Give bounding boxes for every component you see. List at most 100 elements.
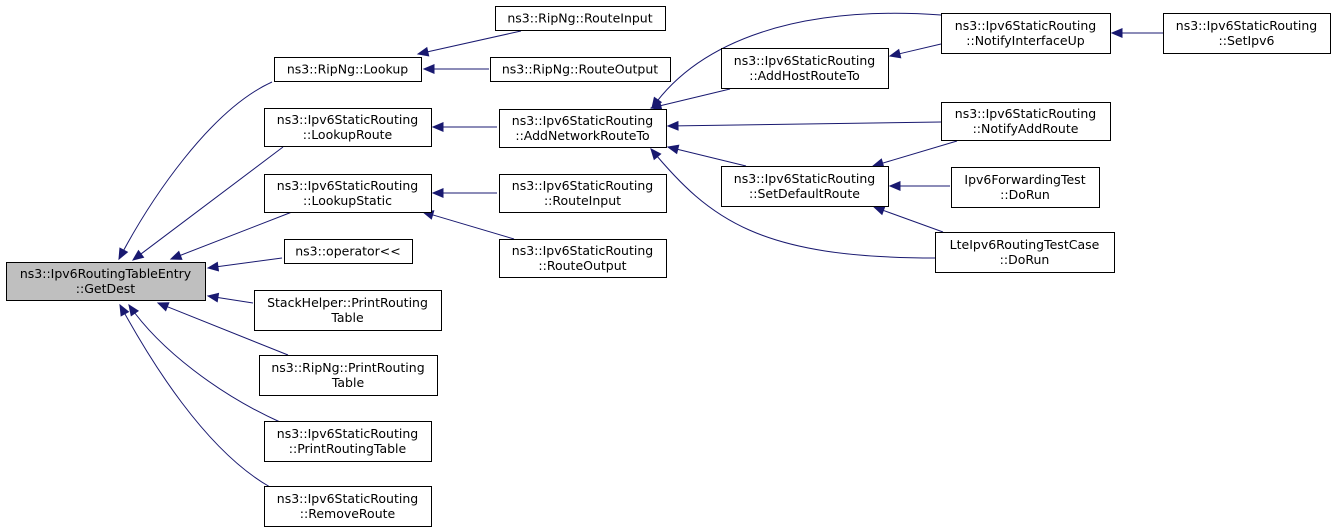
edge-static_remove-to-getdest-line bbox=[119, 304, 271, 488]
edge-static_lookuproute-to-getdest bbox=[131, 146, 284, 261]
node-ripng-routeinput[interactable]: ns3::RipNg::RouteInput bbox=[495, 6, 666, 31]
node-static-setipv6[interactable]: ns3::Ipv6StaticRouting::SetIpv6 bbox=[1163, 13, 1331, 54]
edge-ripng_lookup-to-getdest-arrowhead bbox=[118, 247, 129, 261]
edge-static_ifaceup-to-static_addnetwork bbox=[651, 12, 942, 110]
node-lte-test[interactable]: LteIpv6RoutingTestCase::DoRun bbox=[935, 232, 1115, 273]
edge-static_notifyadd-to-static_setdefault-arrowhead bbox=[871, 158, 885, 168]
node-getdest[interactable]: ns3::Ipv6RoutingTableEntry::GetDest bbox=[6, 262, 206, 301]
node-static-setdefault[interactable]: ns3::Ipv6StaticRouting::SetDefaultRoute bbox=[721, 166, 889, 207]
node-label-line-1: ns3::Ipv6StaticRouting bbox=[734, 53, 875, 68]
edge-static_ifaceup-to-static_addnetwork-line bbox=[651, 12, 942, 109]
edge-stackhelper_print-to-getdest-line bbox=[216, 296, 254, 304]
node-static-lookupstatic[interactable]: ns3::Ipv6StaticRouting::LookupStatic bbox=[264, 174, 432, 213]
node-label-line-2: ::RouteInput bbox=[544, 193, 621, 208]
edge-static_print-to-getdest-line bbox=[128, 304, 281, 423]
node-box bbox=[264, 108, 432, 147]
node-box bbox=[499, 109, 667, 148]
node-label-line-1: ns3::Ipv6StaticRouting bbox=[277, 491, 418, 506]
node-label-line-2: ::SetIpv6 bbox=[1219, 33, 1275, 48]
edge-static_addhost-to-static_addnetwork bbox=[649, 88, 731, 111]
edge-stackhelper_print-to-getdest bbox=[206, 292, 254, 304]
edge-static_lookupstatic-to-getdest-line bbox=[179, 211, 293, 257]
node-ripng-print[interactable]: ns3::RipNg::PrintRoutingTable bbox=[259, 355, 438, 396]
edge-stackhelper_print-to-getdest-arrowhead bbox=[206, 292, 220, 303]
node-box bbox=[284, 239, 413, 264]
node-label-line-2: ::DoRun bbox=[1000, 187, 1050, 202]
node-label-line-2: ::AddHostRouteTo bbox=[749, 68, 860, 83]
node-label-line-2: ::DoRun bbox=[1000, 252, 1050, 267]
edge-operator_lshift-to-getdest-arrowhead bbox=[206, 261, 220, 272]
node-label-line-2: Table bbox=[331, 375, 365, 390]
edge-lte_test-to-static_setdefault bbox=[872, 205, 944, 233]
node-box bbox=[721, 166, 889, 207]
node-static-routeoutput[interactable]: ns3::Ipv6StaticRouting::RouteOutput bbox=[499, 239, 667, 278]
node-operator-lshift[interactable]: ns3::operator<< bbox=[284, 239, 413, 264]
node-label-line-2: ::RemoveRoute bbox=[300, 506, 396, 521]
edge-static_routeoutput-to-static_lookupstatic bbox=[421, 210, 515, 240]
node-box bbox=[941, 13, 1111, 54]
node-label-line-1: LteIpv6RoutingTestCase bbox=[950, 237, 1100, 252]
node-label-line-1: ns3::operator<< bbox=[295, 244, 401, 259]
edge-operator_lshift-to-getdest-line bbox=[216, 257, 283, 268]
edge-static_setdefault-to-static_addnetwork-arrowhead bbox=[666, 144, 680, 155]
node-static-ifaceup[interactable]: ns3::Ipv6StaticRouting::NotifyInterfaceU… bbox=[941, 13, 1111, 54]
node-label-line-2: ::AddNetworkRouteTo bbox=[515, 128, 649, 143]
node-static-addnetwork[interactable]: ns3::Ipv6StaticRouting::AddNetworkRouteT… bbox=[499, 109, 667, 148]
edge-static_lookuproute-to-getdest-line bbox=[139, 146, 284, 255]
edge-ripng_print-to-getdest-arrowhead bbox=[156, 302, 170, 312]
node-box bbox=[499, 174, 667, 213]
edge-static_lookupstatic-to-getdest bbox=[169, 211, 293, 260]
node-label-line-2: ::GetDest bbox=[76, 281, 136, 296]
node-static-routeinput[interactable]: ns3::Ipv6StaticRouting::RouteInput bbox=[499, 174, 667, 213]
node-box bbox=[264, 486, 432, 527]
edge-static_notifyadd-to-static_addnetwork-arrowhead bbox=[666, 120, 679, 131]
edge-ripng_lookup-to-getdest-line bbox=[118, 81, 273, 260]
node-ripng-lookup[interactable]: ns3::RipNg::Lookup bbox=[274, 57, 422, 82]
edge-static_remove-to-getdest bbox=[119, 303, 271, 488]
edge-static_notifyadd-to-static_addnetwork-line bbox=[676, 121, 942, 127]
node-static-print[interactable]: ns3::Ipv6StaticRouting::PrintRoutingTabl… bbox=[264, 421, 432, 462]
edge-static_routeinput-to-static_lookupstatic-arrowhead bbox=[431, 188, 444, 198]
node-box bbox=[264, 174, 432, 213]
edge-ripng_print-to-getdest-line bbox=[166, 305, 289, 356]
edge-static_addnetwork-to-static_lookuproute bbox=[431, 122, 497, 132]
edge-ripng_routeoutput-to-ripng_lookup bbox=[422, 64, 489, 74]
edge-static_lookupstatic-to-getdest-arrowhead bbox=[169, 250, 183, 260]
edge-ripng_routeoutput-to-ripng_lookup-arrowhead bbox=[422, 64, 435, 74]
edge-static_setdefault-to-static_addnetwork bbox=[666, 144, 747, 167]
node-stackhelper-print[interactable]: StackHelper::PrintRoutingTable bbox=[254, 290, 442, 331]
edge-ripng_lookup-to-getdest bbox=[118, 81, 273, 261]
edge-lte_test-to-static_setdefault-line bbox=[882, 209, 944, 233]
node-label-line-1: ns3::Ipv6RoutingTableEntry bbox=[20, 266, 192, 281]
node-box bbox=[941, 102, 1111, 141]
node-label-line-2: ::NotifyAddRoute bbox=[973, 121, 1079, 136]
edge-static_ifaceup-to-static_addhost-arrowhead bbox=[888, 48, 902, 59]
edge-lte_test-to-static_setdefault-arrowhead bbox=[872, 205, 886, 216]
node-static-addhost[interactable]: ns3::Ipv6StaticRouting::AddHostRouteTo bbox=[721, 48, 889, 89]
edge-fwd_test-to-static_setdefault bbox=[888, 181, 950, 191]
node-ripng-routeoutput[interactable]: ns3::RipNg::RouteOutput bbox=[490, 57, 671, 82]
edge-static_routeinput-to-static_lookupstatic bbox=[431, 188, 497, 198]
node-box bbox=[6, 262, 206, 301]
node-static-remove[interactable]: ns3::Ipv6StaticRouting::RemoveRoute bbox=[264, 486, 432, 527]
node-label-line-2: ::PrintRoutingTable bbox=[289, 441, 407, 456]
node-box bbox=[1163, 13, 1331, 54]
node-label-line-2: ::RouteOutput bbox=[538, 258, 626, 273]
edge-lte_test-to-static_addnetwork-line bbox=[650, 148, 936, 259]
node-box bbox=[499, 239, 667, 278]
node-label-line-1: ns3::Ipv6StaticRouting bbox=[512, 178, 653, 193]
node-box bbox=[259, 355, 438, 396]
edge-static_addhost-to-static_addnetwork-line bbox=[659, 88, 731, 107]
node-label-line-1: ns3::RipNg::PrintRouting bbox=[271, 360, 424, 375]
node-label-line-1: ns3::RipNg::RouteOutput bbox=[502, 62, 658, 77]
node-fwd-test[interactable]: Ipv6ForwardingTest::DoRun bbox=[951, 167, 1100, 208]
node-static-notifyadd[interactable]: ns3::Ipv6StaticRouting::NotifyAddRoute bbox=[941, 102, 1111, 141]
node-label-line-1: ns3::Ipv6StaticRouting bbox=[277, 178, 418, 193]
edge-static_ifaceup-to-static_addhost bbox=[888, 43, 942, 59]
node-label-line-1: ns3::RipNg::Lookup bbox=[287, 62, 408, 77]
edge-static_notifyadd-to-static_addnetwork bbox=[666, 120, 942, 131]
edge-fwd_test-to-static_setdefault-arrowhead bbox=[888, 181, 901, 191]
node-box bbox=[274, 57, 422, 82]
node-static-lookuproute[interactable]: ns3::Ipv6StaticRouting::LookupRoute bbox=[264, 108, 432, 147]
